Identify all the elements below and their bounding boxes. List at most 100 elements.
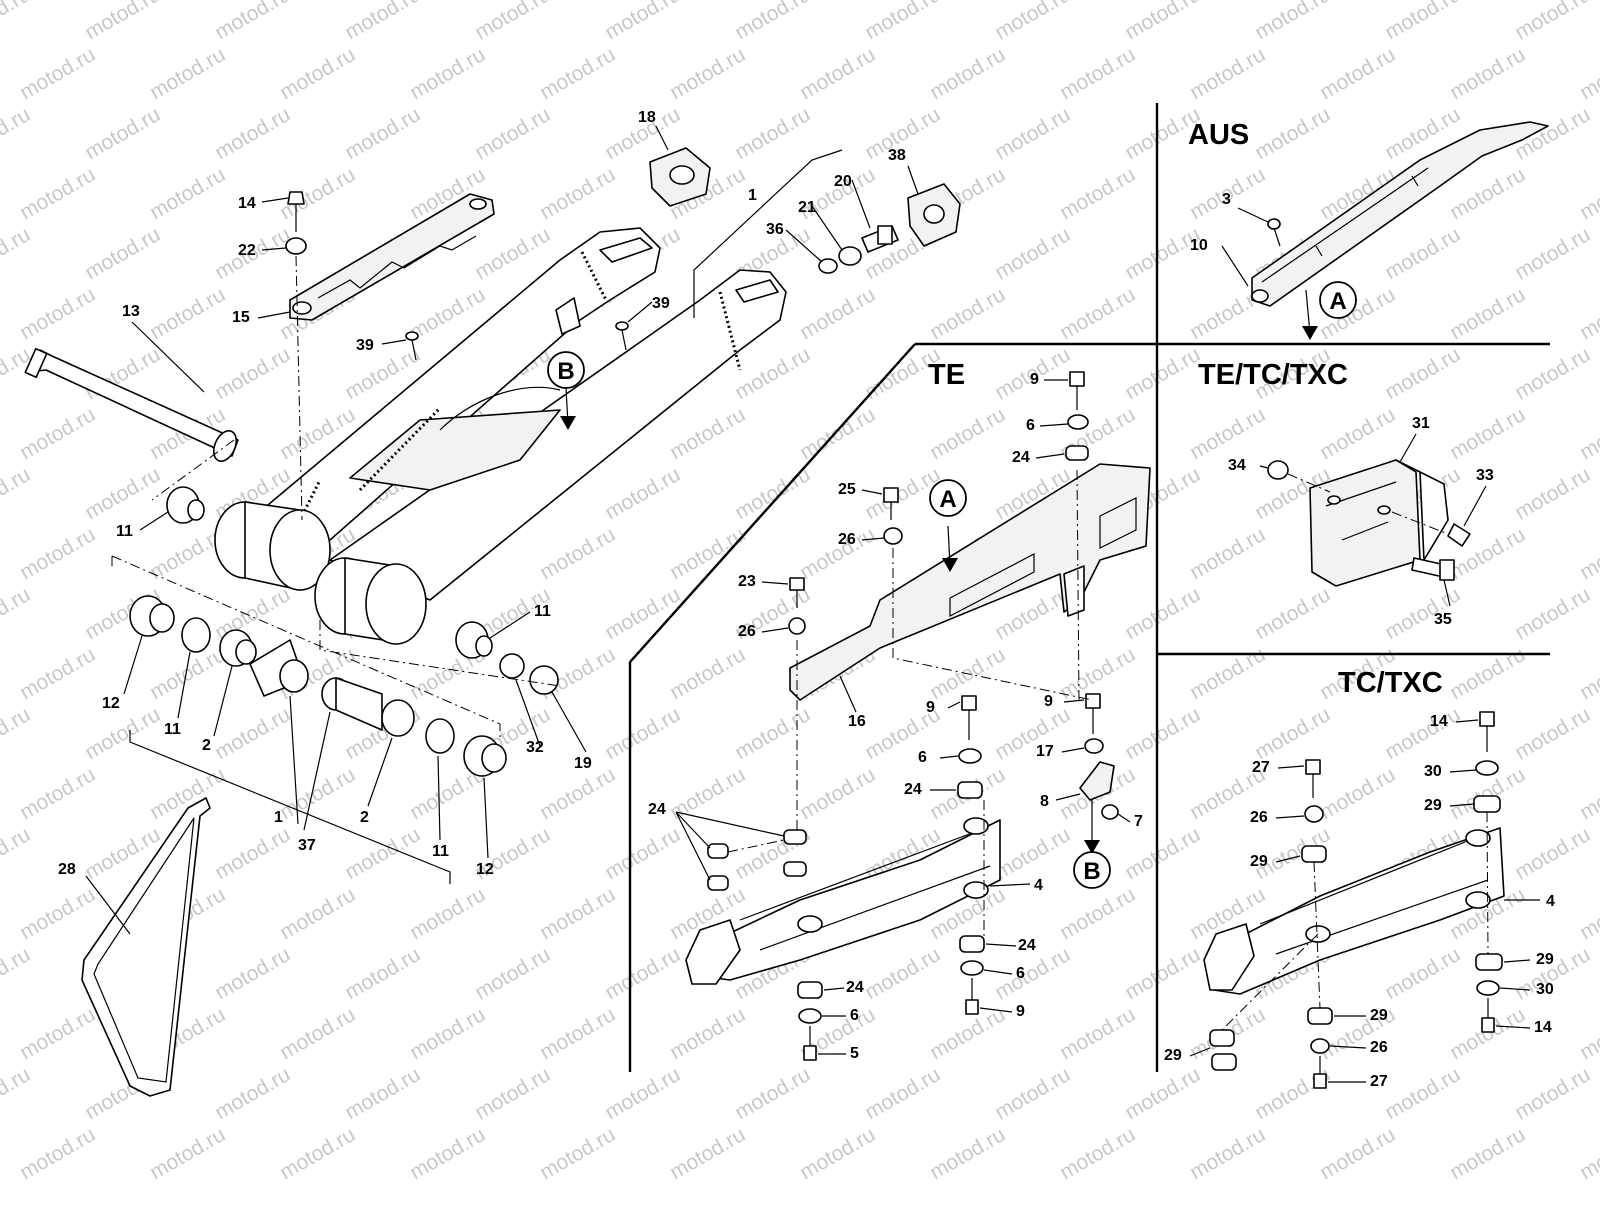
label-part-30-tc-top: 30 bbox=[1424, 763, 1442, 780]
watermark-text: motod.ru bbox=[341, 103, 424, 164]
watermark-text: motod.ru bbox=[0, 103, 34, 164]
watermark-text: motod.ru bbox=[1316, 1123, 1399, 1184]
pivot-axle-part-13 bbox=[24, 347, 239, 462]
grommet-part-29-left-a bbox=[1209, 1029, 1235, 1047]
grommet-part-24-a bbox=[707, 843, 729, 859]
label-part-26-te-upper: 26 bbox=[838, 531, 856, 548]
watermark-text: motod.ru bbox=[666, 643, 749, 704]
watermark-text: motod.ru bbox=[146, 1123, 229, 1184]
watermark-text: motod.ru bbox=[536, 523, 619, 584]
label-part-11-bottom: 11 bbox=[432, 843, 449, 860]
watermark-text: motod.ru bbox=[601, 703, 684, 764]
watermark-text: motod.ru bbox=[666, 43, 749, 104]
washer-part-32 bbox=[499, 653, 525, 679]
watermark-text: motod.ru bbox=[601, 0, 684, 44]
watermark-text: motod.ru bbox=[1121, 703, 1204, 764]
watermark-text: motod.ru bbox=[1186, 43, 1269, 104]
watermark-text: motod.ru bbox=[0, 0, 34, 44]
svg-text:A: A bbox=[1329, 288, 1346, 315]
label-part-29-tc-right: 29 bbox=[1536, 951, 1554, 968]
bolt-part-9-mid-right bbox=[1085, 693, 1101, 734]
watermark-text: motod.ru bbox=[1446, 43, 1529, 104]
watermark-text: motod.ru bbox=[211, 343, 294, 404]
watermark-text: motod.ru bbox=[536, 883, 619, 944]
watermark-text: motod.ru bbox=[666, 403, 749, 464]
watermark-text: motod.ru bbox=[731, 0, 814, 44]
label-part-31: 31 bbox=[1412, 415, 1430, 432]
label-part-24-te-mid: 24 bbox=[904, 781, 922, 798]
grommet-part-29-top-right bbox=[1473, 795, 1501, 813]
watermark-text: motod.ru bbox=[81, 463, 164, 524]
watermark-text: motod.ru bbox=[1511, 0, 1594, 44]
section-tc-txc bbox=[1203, 711, 1505, 1089]
label-part-29-tc-left: 29 bbox=[1164, 1047, 1182, 1064]
label-part-11-right: 11 bbox=[534, 603, 551, 620]
washer-part-30-top bbox=[1475, 760, 1499, 776]
watermark-text: motod.ru bbox=[731, 103, 814, 164]
watermark-text: motod.ru bbox=[1121, 823, 1204, 884]
watermark-text: motod.ru bbox=[991, 823, 1074, 884]
watermark-text: motod.ru bbox=[1121, 1063, 1204, 1124]
watermark-text: motod.ru bbox=[81, 223, 164, 284]
watermark-text: motod.ru bbox=[1056, 1123, 1139, 1184]
watermark-text: motod.ru bbox=[1316, 403, 1399, 464]
label-part-25: 25 bbox=[838, 481, 856, 498]
chain-slider-part-15 bbox=[289, 193, 495, 321]
watermark-text: motod.ru bbox=[1511, 583, 1594, 644]
watermark-text: motod.ru bbox=[276, 1123, 359, 1184]
label-part-8: 8 bbox=[1040, 793, 1049, 810]
watermark-text: motod.ru bbox=[0, 943, 34, 1004]
bolt-part-9-mid-left bbox=[961, 695, 977, 740]
watermark-text: motod.ru bbox=[211, 583, 294, 644]
section-title-te-tc-txc: TE/TC/TXC bbox=[1198, 359, 1348, 391]
watermark-text: motod.ru bbox=[1121, 583, 1204, 644]
watermark-text: motod.ru bbox=[81, 703, 164, 764]
label-part-27-tc-top: 27 bbox=[1252, 759, 1270, 776]
label-part-6-te-mid: 6 bbox=[918, 749, 927, 766]
watermark-text: motod.ru bbox=[601, 943, 684, 1004]
watermark-text: motod.ru bbox=[1446, 283, 1529, 344]
watermark-text: motod.ru bbox=[0, 703, 34, 764]
watermark-text: motod.ru bbox=[666, 1123, 749, 1184]
nut-part-21 bbox=[838, 246, 862, 266]
chain-guide-bracket-part-16 bbox=[789, 463, 1151, 701]
watermark-text: motod.ru bbox=[276, 883, 359, 944]
bolt-part-23 bbox=[789, 577, 805, 608]
watermark-text: motod.ru bbox=[991, 223, 1074, 284]
label-part-4-te: 4 bbox=[1034, 877, 1043, 894]
watermark-text: motod.ru bbox=[146, 643, 229, 704]
watermark-text: motod.ru bbox=[1316, 763, 1399, 824]
watermark-text: motod.ru bbox=[536, 763, 619, 824]
bushing-part-11-right bbox=[455, 621, 493, 659]
screw-part-39-right bbox=[615, 321, 629, 351]
watermark-text: motod.ru bbox=[1511, 1063, 1594, 1124]
grommet-part-29-bottom bbox=[1307, 1007, 1333, 1025]
watermark-text: motod.ru bbox=[16, 523, 99, 584]
label-part-27-tc-bottom: 27 bbox=[1370, 1073, 1388, 1090]
washer-part-6-right bbox=[960, 960, 984, 976]
watermark-text: motod.ru bbox=[471, 0, 554, 44]
watermark-text: motod.ru bbox=[1381, 1063, 1464, 1124]
washer-part-30-bottom bbox=[1476, 980, 1500, 996]
watermark-text: motod.ru bbox=[1576, 403, 1600, 464]
label-part-18: 18 bbox=[638, 109, 656, 126]
watermark-text: motod.ru bbox=[1056, 283, 1139, 344]
label-part-2-left: 2 bbox=[202, 737, 211, 754]
watermark-text: motod.ru bbox=[471, 103, 554, 164]
watermark-text: motod.ru bbox=[276, 763, 359, 824]
watermark-text: motod.ru bbox=[1576, 643, 1600, 704]
watermark-text: motod.ru bbox=[16, 43, 99, 104]
bolt-part-5 bbox=[803, 1026, 817, 1061]
bolt-part-35 bbox=[1411, 557, 1455, 581]
label-part-4-tc: 4 bbox=[1546, 893, 1555, 910]
part-labels: 18 38 14 22 15 13 1 21 20 36 39 39 11 11… bbox=[58, 109, 1555, 1090]
watermark-text: motod.ru bbox=[1056, 43, 1139, 104]
watermark-text: motod.ru bbox=[341, 1063, 424, 1124]
grommet-part-29-right bbox=[1475, 953, 1503, 971]
bushing-part-11-left bbox=[166, 486, 205, 524]
section-aus bbox=[1251, 121, 1549, 340]
watermark-text: motod.ru bbox=[991, 1063, 1074, 1124]
watermark-text: motod.ru bbox=[1381, 943, 1464, 1004]
label-part-1-top: 1 bbox=[748, 187, 757, 204]
label-part-24-te-right: 24 bbox=[1018, 937, 1036, 954]
